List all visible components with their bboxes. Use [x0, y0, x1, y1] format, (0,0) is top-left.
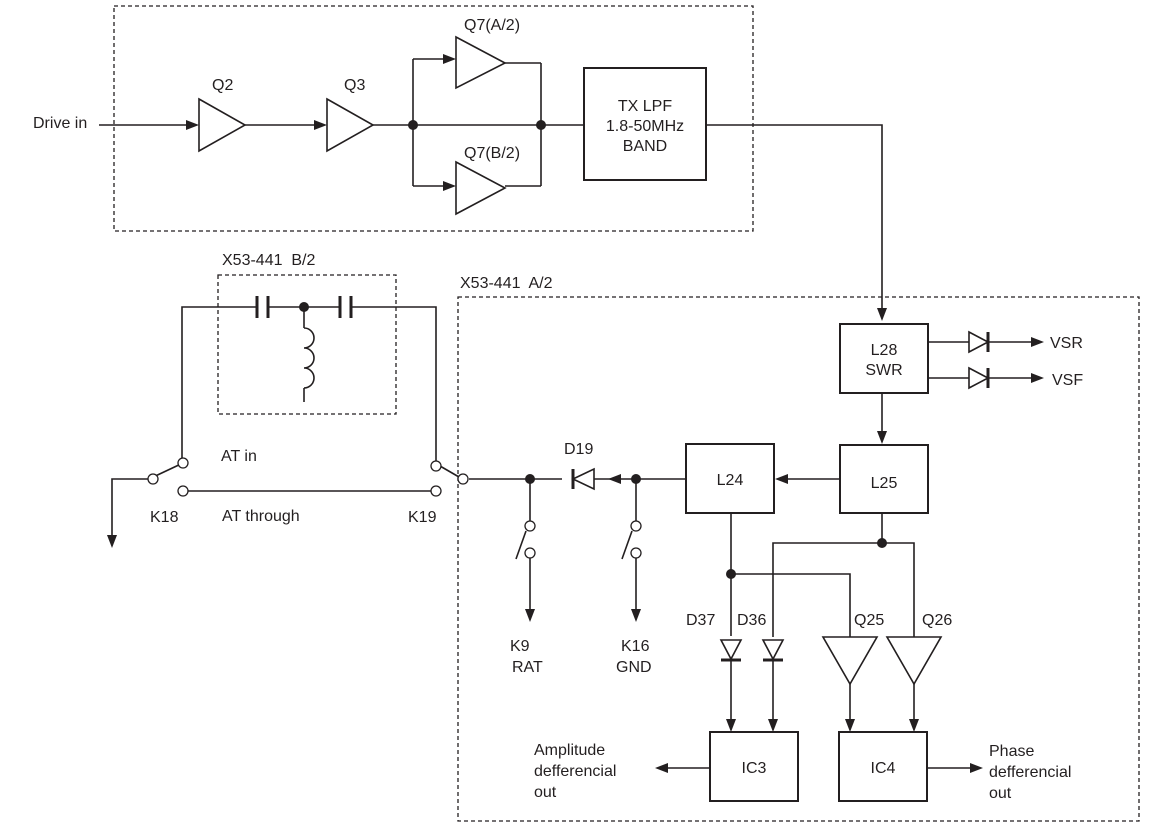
k18-common-contact — [147, 473, 159, 485]
x53-b2-label: X53-441 B/2 — [222, 252, 316, 269]
ic4-block — [838, 731, 928, 802]
k9-label: K9 — [510, 638, 530, 655]
q7b-amplifier — [455, 160, 507, 216]
vsf-label: VSF — [1052, 372, 1083, 389]
l24-block — [685, 443, 775, 514]
tx-lpf-line-3: BAND — [623, 138, 667, 155]
x53-a2-label: X53-441 A/2 — [460, 275, 553, 292]
capacitor-2 — [338, 296, 353, 318]
vsr-label: VSR — [1050, 335, 1083, 352]
k18-at-through-contact — [177, 485, 189, 497]
ic4-label: IC4 — [871, 760, 896, 777]
q25-label: Q25 — [854, 612, 884, 629]
d37-label: D37 — [686, 612, 715, 629]
q7a-amplifier — [455, 35, 507, 90]
x53-441-b2-region — [217, 274, 397, 415]
k19-common-contact — [457, 473, 469, 485]
amplitude-out-line-3: out — [534, 784, 557, 801]
tuner-wiring — [111, 306, 562, 538]
phase-out-arrow — [970, 763, 983, 773]
capacitor-1 — [255, 296, 270, 318]
k19-label: K19 — [408, 509, 437, 526]
d37-diode — [719, 639, 743, 662]
k16-label: K16 — [621, 638, 650, 655]
arrowhead — [608, 474, 621, 484]
d19-diode — [571, 467, 595, 491]
k18-label: K18 — [150, 509, 179, 526]
junction-dot — [726, 569, 736, 579]
phase-out-line-1: Phase — [989, 743, 1034, 760]
d36-diode — [761, 639, 785, 662]
q7b-label: Q7(B/2) — [464, 145, 520, 162]
vsr-detector — [928, 330, 1044, 354]
q25-amplifier — [821, 636, 879, 686]
amplitude-out-line-2: defferencial — [534, 763, 616, 780]
l28-label: L28 — [871, 342, 898, 359]
l28-swr-block — [839, 323, 929, 394]
q2-amplifier — [198, 97, 247, 153]
q26-label: Q26 — [922, 612, 952, 629]
arrowhead — [775, 474, 788, 484]
junction-dot — [536, 120, 546, 130]
tx-lpf-line-2: 1.8-50MHz — [606, 118, 684, 135]
k19-at-in-contact — [430, 460, 442, 472]
q2-label: Q2 — [212, 77, 233, 94]
detector-network-wiring — [668, 513, 970, 769]
k16-switch — [621, 479, 642, 622]
swr-label: SWR — [865, 362, 902, 379]
amplitude-out-arrow — [655, 763, 668, 773]
junction-dot — [299, 302, 309, 312]
l25-label: L25 — [871, 475, 898, 492]
at-through-label: AT through — [222, 508, 300, 525]
junction-dot — [408, 120, 418, 130]
q26-amplifier — [885, 636, 943, 686]
at-in-label: AT in — [221, 448, 257, 465]
ground-arrow — [107, 535, 117, 548]
tx-lpf-block — [583, 67, 707, 181]
k9-switch — [515, 479, 536, 622]
l24-label: L24 — [717, 472, 744, 489]
k18-at-in-contact — [177, 457, 189, 469]
driver-stage-region — [113, 5, 754, 232]
q3-label: Q3 — [344, 77, 365, 94]
rat-label: RAT — [512, 659, 543, 676]
ic3-label: IC3 — [742, 760, 767, 777]
d36-label: D36 — [737, 612, 766, 629]
q3-amplifier — [326, 97, 375, 153]
k19-at-through-contact — [430, 485, 442, 497]
ic3-block — [709, 731, 799, 802]
vsf-detector — [928, 366, 1044, 390]
arrowhead — [877, 431, 887, 444]
junction-dot — [877, 538, 887, 548]
q7a-label: Q7(A/2) — [464, 17, 520, 34]
drive-in-label: Drive in — [33, 115, 87, 132]
phase-out-line-3: out — [989, 785, 1012, 802]
amplitude-out-line-1: Amplitude — [534, 742, 605, 759]
d19-label: D19 — [564, 441, 593, 458]
inductor-coil — [303, 327, 315, 389]
driver-arrowheads — [186, 54, 887, 321]
ic-input-arrowheads — [726, 719, 919, 732]
tx-lpf-line-1: TX LPF — [618, 98, 672, 115]
gnd-label: GND — [616, 659, 652, 676]
phase-out-line-2: defferencial — [989, 764, 1071, 781]
